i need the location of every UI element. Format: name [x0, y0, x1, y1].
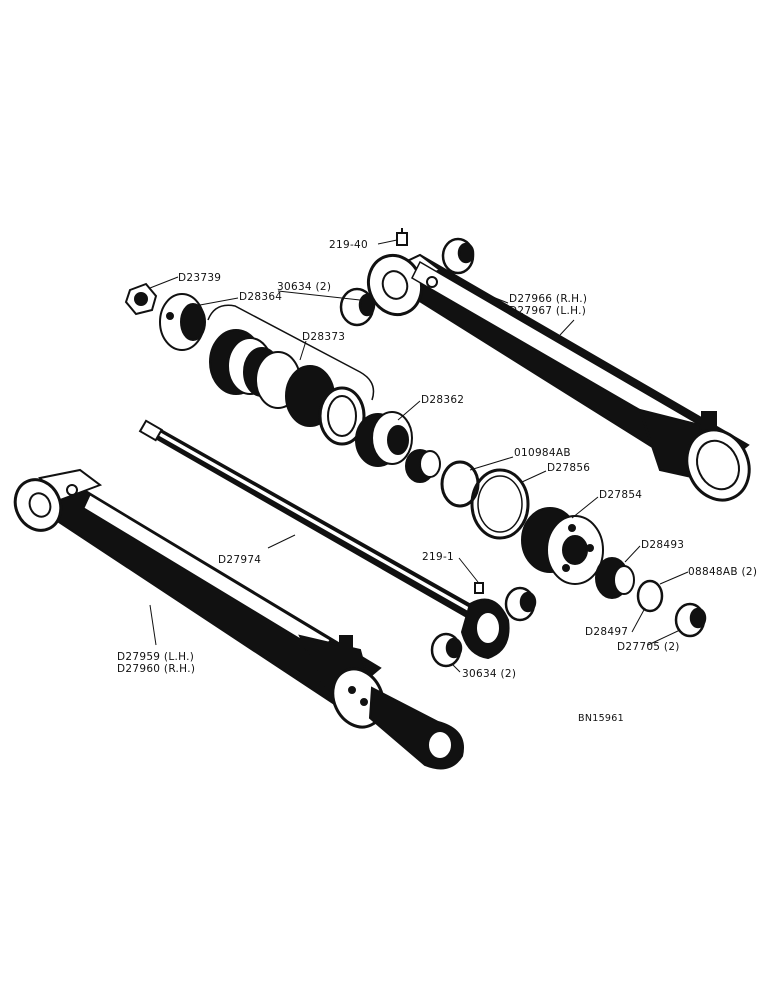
label-gland-nut: D28364 — [239, 291, 282, 303]
bushing-top-right — [441, 237, 475, 275]
label-bushings-top: 30634 (2) — [277, 281, 331, 293]
piston-packing — [209, 329, 366, 446]
barrel-top — [367, 253, 751, 502]
label-oring: 010984AB — [514, 447, 571, 459]
label-piston-rod: D27974 — [218, 554, 261, 566]
label-piston-packing: D28373 — [302, 331, 345, 343]
label-bushing-small: D27705 (2) — [617, 641, 680, 653]
label-piston-head: D28362 — [421, 394, 464, 406]
nut — [124, 282, 158, 316]
wiper — [595, 557, 635, 599]
bracket — [207, 304, 375, 401]
label-retainer: D28497 — [585, 626, 628, 638]
piston-head — [355, 411, 413, 467]
label-grease-fitting-rod: 219-1 — [422, 551, 454, 563]
gland-nut — [159, 293, 206, 351]
piston-rod — [138, 419, 510, 660]
grease-fitting-rod — [474, 582, 484, 594]
bushing-rod-2 — [430, 632, 463, 668]
label-reference-number: BN15961 — [578, 713, 624, 724]
label-assembly-lh: D27959 (L.H.) — [117, 651, 194, 663]
bushing-small — [674, 602, 707, 638]
label-barrel-lh: D27967 (L.H.) — [509, 305, 586, 317]
label-grease-fitting-top: 219-40 — [329, 239, 368, 251]
gland — [521, 507, 604, 585]
label-gland: D27854 — [599, 489, 642, 501]
label-wiper: D28493 — [641, 539, 684, 551]
cylinder-assembly — [13, 468, 464, 770]
spacer — [405, 449, 441, 483]
label-barrel-rh: D27966 (R.H.) — [509, 293, 587, 305]
label-oring-small: 08848AB (2) — [688, 566, 757, 578]
bushing-rod-1 — [504, 586, 537, 622]
bushing-mid — [339, 287, 376, 327]
grease-fitting-top — [396, 228, 408, 246]
label-backup-ring: D27856 — [547, 462, 590, 474]
label-nut: D23739 — [178, 272, 221, 284]
backup-ring — [470, 468, 530, 540]
leader-lines — [149, 239, 689, 673]
label-bushings-bottom: 30634 (2) — [462, 668, 516, 680]
oring-small — [636, 579, 664, 613]
label-assembly-rh: D27960 (R.H.) — [117, 663, 195, 675]
